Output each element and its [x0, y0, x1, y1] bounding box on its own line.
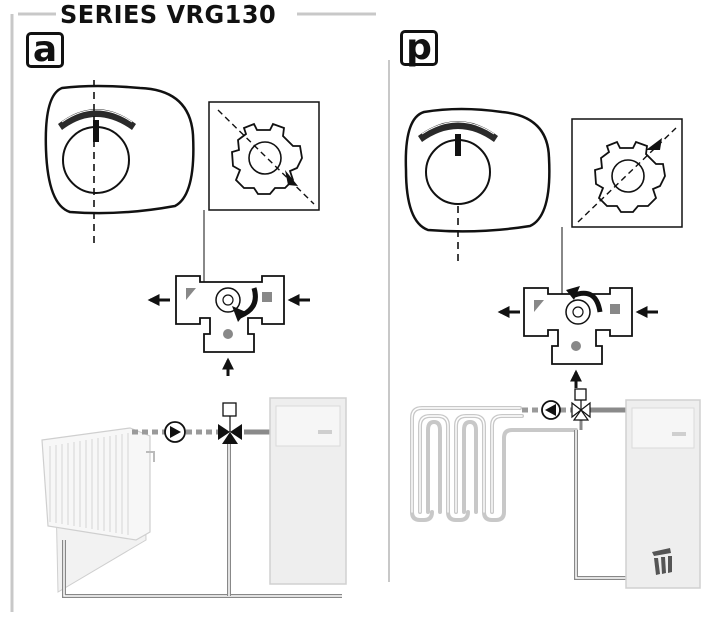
page-title: SERIES VRG130: [60, 0, 277, 29]
underfloor-loops-p: [410, 406, 578, 522]
pump-a: [164, 421, 186, 443]
brand-logo: [652, 548, 672, 575]
panel-a: [41, 80, 347, 598]
mixing-valve-p: [571, 388, 591, 421]
boiler-p: [625, 399, 701, 589]
mixing-valve-a: [218, 402, 242, 444]
page-frame: [10, 12, 390, 612]
panel-p: [404, 107, 701, 589]
piping-p: [522, 407, 626, 580]
panel-label-a: a: [26, 32, 64, 68]
valve-body-a: [175, 275, 285, 353]
radiator-a: [41, 427, 151, 593]
shaft-detail-a: [203, 101, 320, 296]
pump-p: [541, 400, 561, 420]
actuator-p: [404, 107, 551, 262]
actuator-a: [44, 80, 195, 244]
shaft-detail-p: [561, 118, 683, 300]
piping-a: [62, 429, 342, 598]
panel-label-p: p: [400, 30, 438, 66]
boiler-a: [269, 397, 347, 585]
valve-body-p: [523, 286, 633, 365]
